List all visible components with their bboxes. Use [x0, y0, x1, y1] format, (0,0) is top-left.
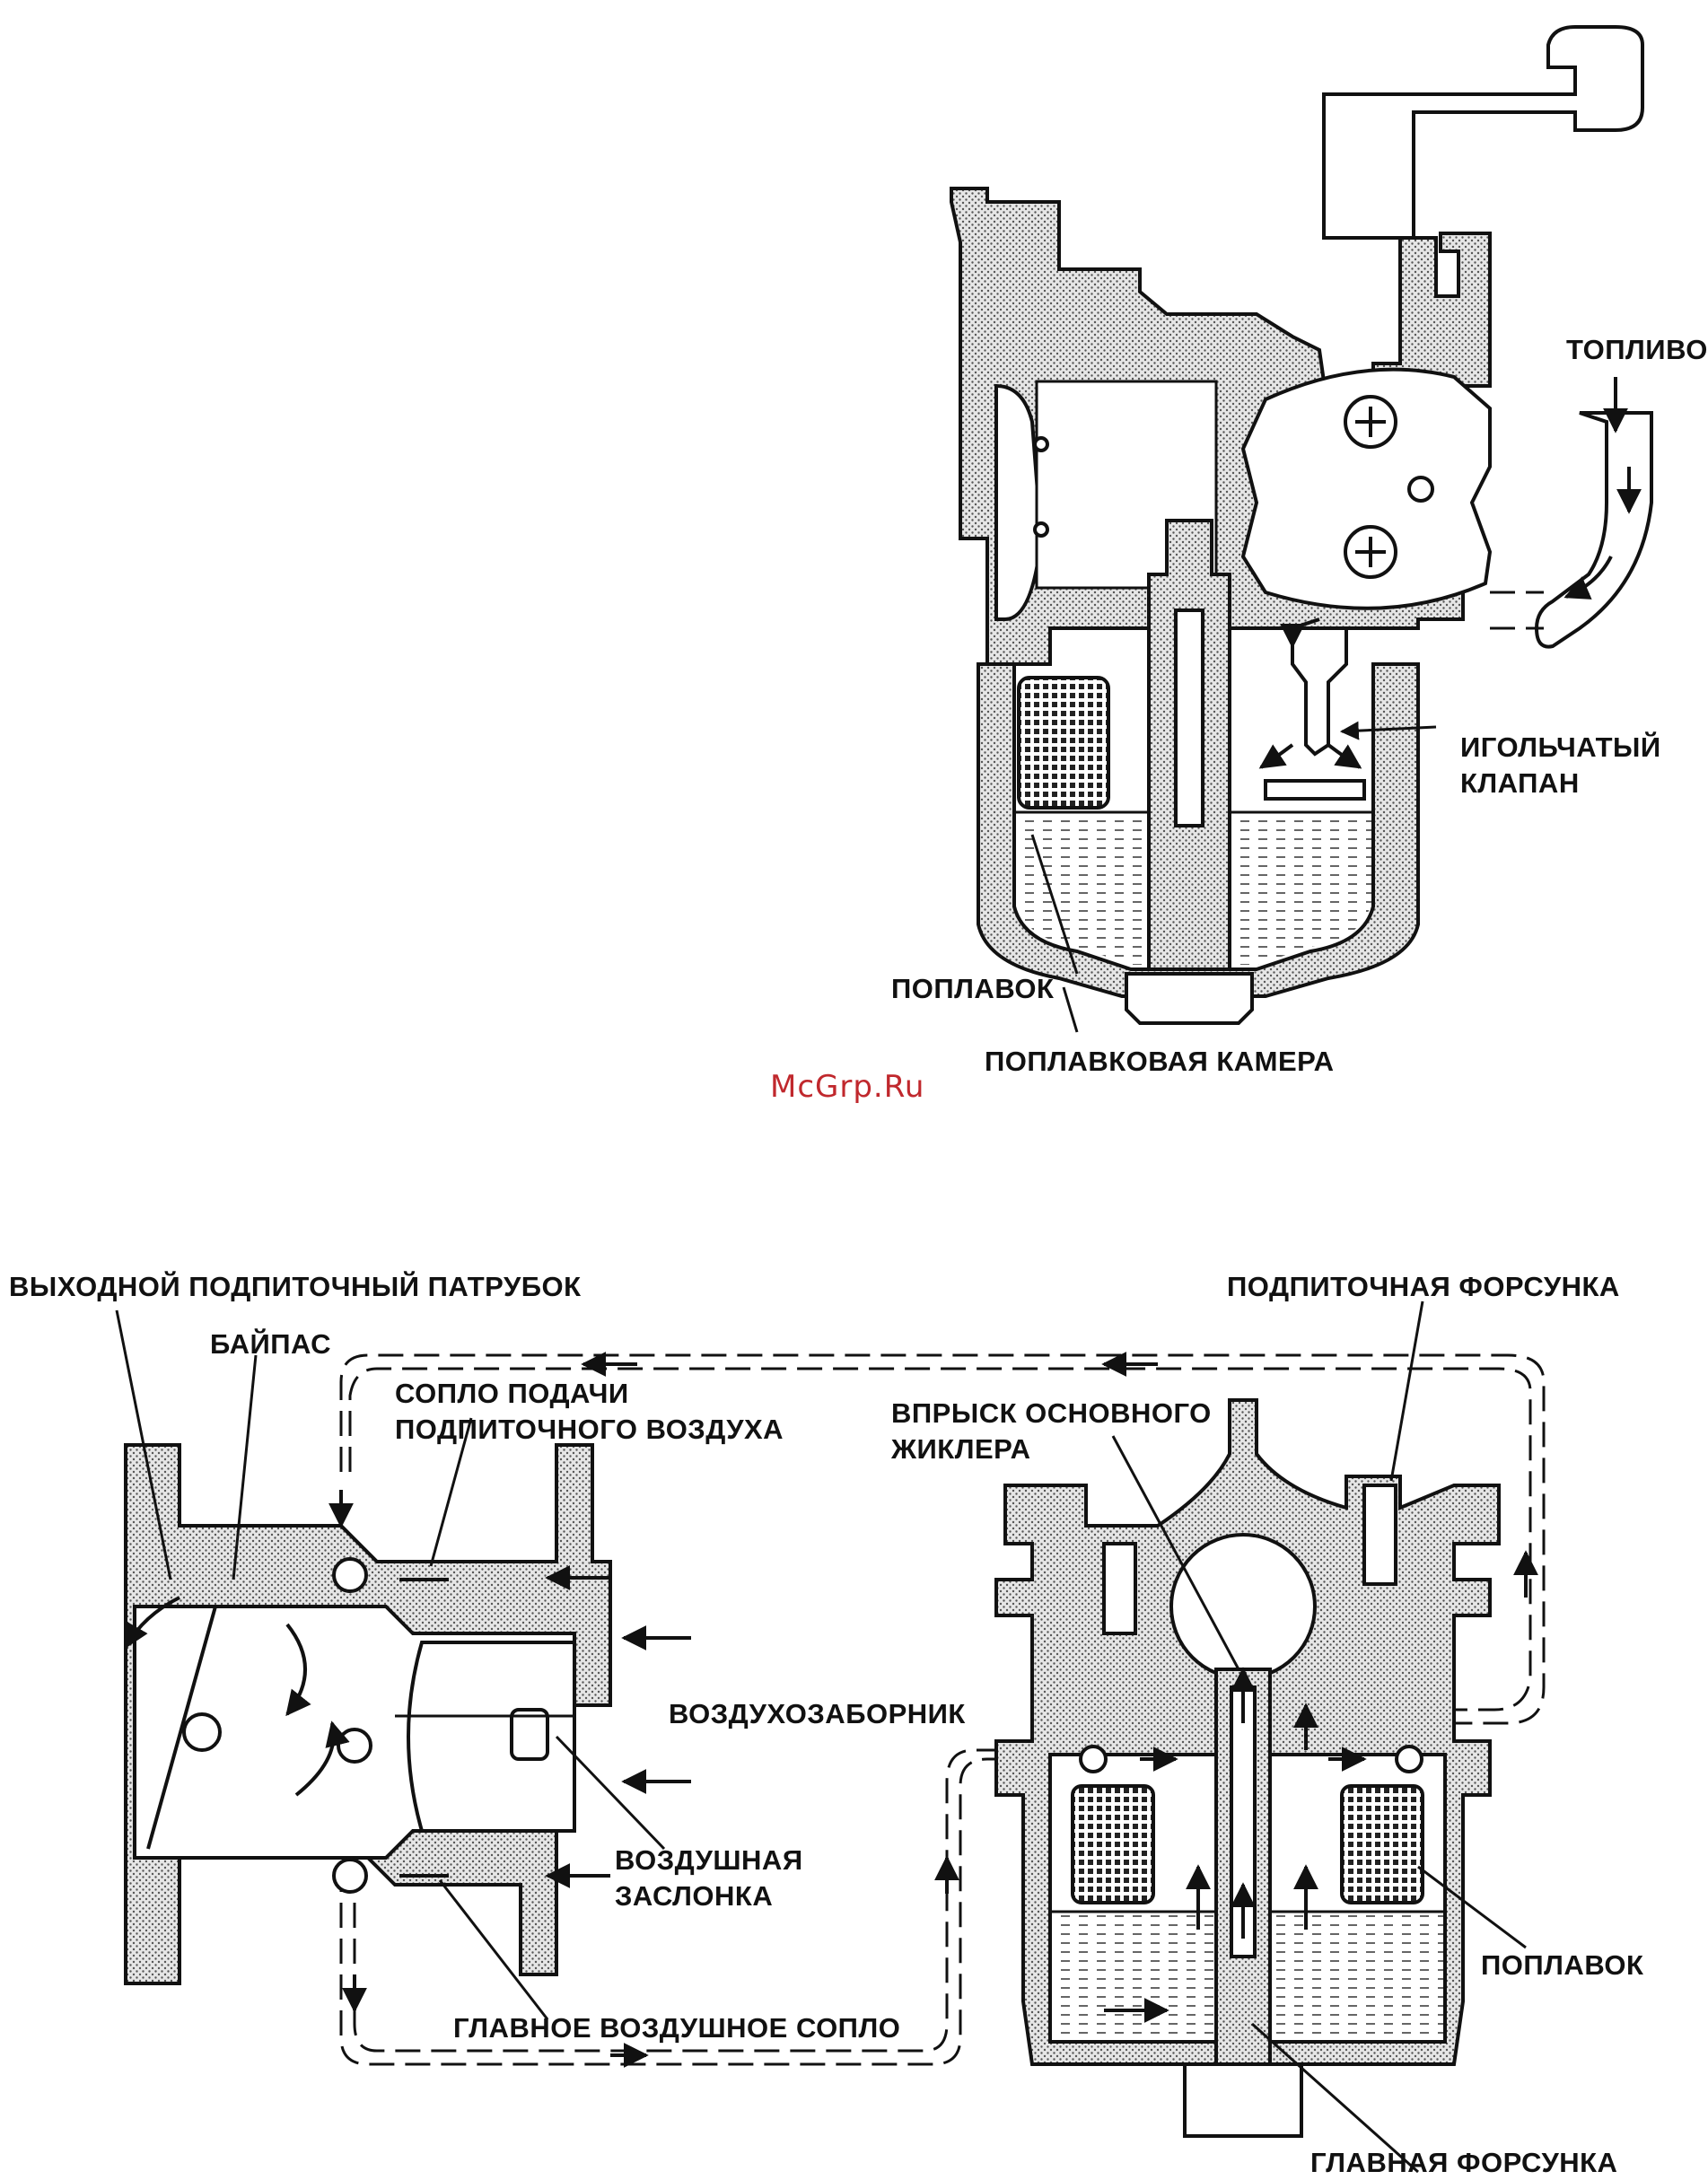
- fuel-inlet-pipe: [1537, 413, 1651, 647]
- label-main-jet: ГЛАВНАЯ ФОРСУНКА: [1310, 2147, 1617, 2178]
- label-main-jet-injection-1: ВПРЫСК ОСНОВНОГО: [891, 1397, 1212, 1429]
- label-needle-valve-2: КЛАПАН: [1460, 767, 1580, 799]
- label-bypass: БАЙПАС: [210, 1327, 331, 1360]
- label-air-intake: ВОЗДУХОЗАБОРНИК: [669, 1698, 966, 1729]
- throttle-lever: [1324, 27, 1642, 238]
- needle-valve: [1292, 628, 1346, 754]
- label-main-jet-injection-2: ЖИКЛЕРА: [890, 1433, 1031, 1465]
- label-float-top: ПОПЛАВОК: [891, 973, 1054, 1004]
- drain-bolt: [1126, 974, 1252, 1023]
- float: [1019, 678, 1108, 808]
- label-fuel: ТОПЛИВО: [1566, 334, 1708, 365]
- throttle-pivot: [184, 1714, 220, 1750]
- right-float-right: [1342, 1786, 1423, 1903]
- label-choke-2: ЗАСЛОНКА: [615, 1880, 773, 1912]
- choke-pivot-top: [334, 1559, 366, 1591]
- label-pilot-outlet: ВЫХОДНОЙ ПОДПИТОЧНЫЙ ПАТРУБОК: [9, 1270, 582, 1302]
- right-float-left: [1073, 1786, 1153, 1903]
- label-pilot-jet: ПОДПИТОЧНАЯ ФОРСУНКА: [1227, 1271, 1620, 1302]
- watermark: McGrp.Ru: [770, 1069, 924, 1105]
- float-arm: [1266, 781, 1364, 799]
- label-float-bottom: ПОПЛАВОК: [1481, 1949, 1643, 1981]
- pilot-jet-body: [1364, 1485, 1396, 1584]
- choke-plate-area: [408, 1642, 574, 1831]
- choke-pivot-bottom: [334, 1860, 366, 1892]
- label-needle-valve-1: ИГОЛЬЧАТЫЙ: [1460, 731, 1661, 763]
- left-passage: [1104, 1544, 1135, 1633]
- label-pilot-air-jet-1: СОПЛО ПОДАЧИ: [395, 1378, 629, 1409]
- bolt-hole-top: [1035, 438, 1047, 451]
- label-float-chamber: ПОПЛАВКОВАЯ КАМЕРА: [985, 1046, 1335, 1077]
- label-main-air-jet: ГЛАВНОЕ ВОЗДУШНОЕ СОПЛО: [453, 2012, 900, 2044]
- shaft-hole: [1409, 477, 1432, 501]
- main-jet-tube: [1176, 610, 1203, 826]
- right-drain: [1185, 2064, 1301, 2136]
- bolt-hole-bottom: [1035, 523, 1047, 536]
- airflow-diagram: ВЫХОДНОЙ ПОДПИТОЧНЫЙ ПАТРУБОК БАЙПАС СОП…: [9, 1270, 1643, 2178]
- label-choke-1: ВОЗДУШНАЯ: [615, 1844, 803, 1876]
- float-chamber-diagram: ТОПЛИВО ИГОЛЬЧАТЫЙ КЛАПАН ПОПЛАВОК ПОПЛА…: [891, 27, 1708, 1077]
- right-bore: [1171, 1535, 1315, 1678]
- choke-center: [338, 1729, 371, 1762]
- label-pilot-air-jet-2: ПОДПИТОЧНОГО ВОЗДУХА: [395, 1414, 784, 1445]
